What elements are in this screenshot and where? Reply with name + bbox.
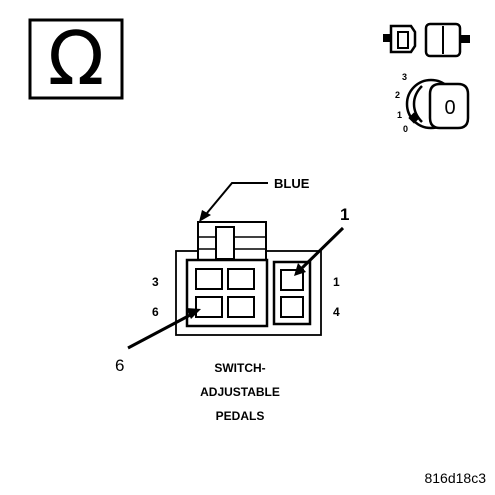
ignition-position-0: 0	[403, 124, 408, 134]
ignition-position-3: 3	[402, 72, 407, 82]
caption-line-2: ADJUSTABLE	[200, 385, 280, 399]
wire-color-label: BLUE	[274, 176, 310, 191]
caption-line-1: SWITCH-	[214, 361, 265, 375]
ohm-symbol: Ω	[48, 16, 105, 102]
ohmmeter-icon: Ω	[28, 16, 124, 102]
pin-label-4: 4	[333, 305, 340, 319]
pin-label-3: 3	[152, 275, 159, 289]
ignition-position-1: 1	[397, 110, 402, 120]
figure-id: 816d18c3	[424, 470, 486, 486]
callout-6-label: 6	[115, 356, 124, 375]
connector-caption: SWITCH- ADJUSTABLE PEDALS	[200, 361, 280, 423]
ignition-key-off-icon: 3 2 1 0 0	[395, 72, 470, 134]
connector-disconnected-icon	[383, 22, 470, 58]
callout-pin-6: 6	[115, 308, 201, 375]
ignition-key-label: 0	[444, 97, 455, 119]
callout-pin-1: 1	[294, 205, 349, 276]
caption-line-3: PEDALS	[216, 409, 265, 423]
callout-1-label: 1	[340, 205, 349, 224]
pin-label-6: 6	[152, 305, 159, 319]
ignition-position-2: 2	[395, 90, 400, 100]
pin-label-1: 1	[333, 275, 340, 289]
connector-face	[175, 221, 322, 336]
wire-color-callout: BLUE	[199, 176, 310, 222]
